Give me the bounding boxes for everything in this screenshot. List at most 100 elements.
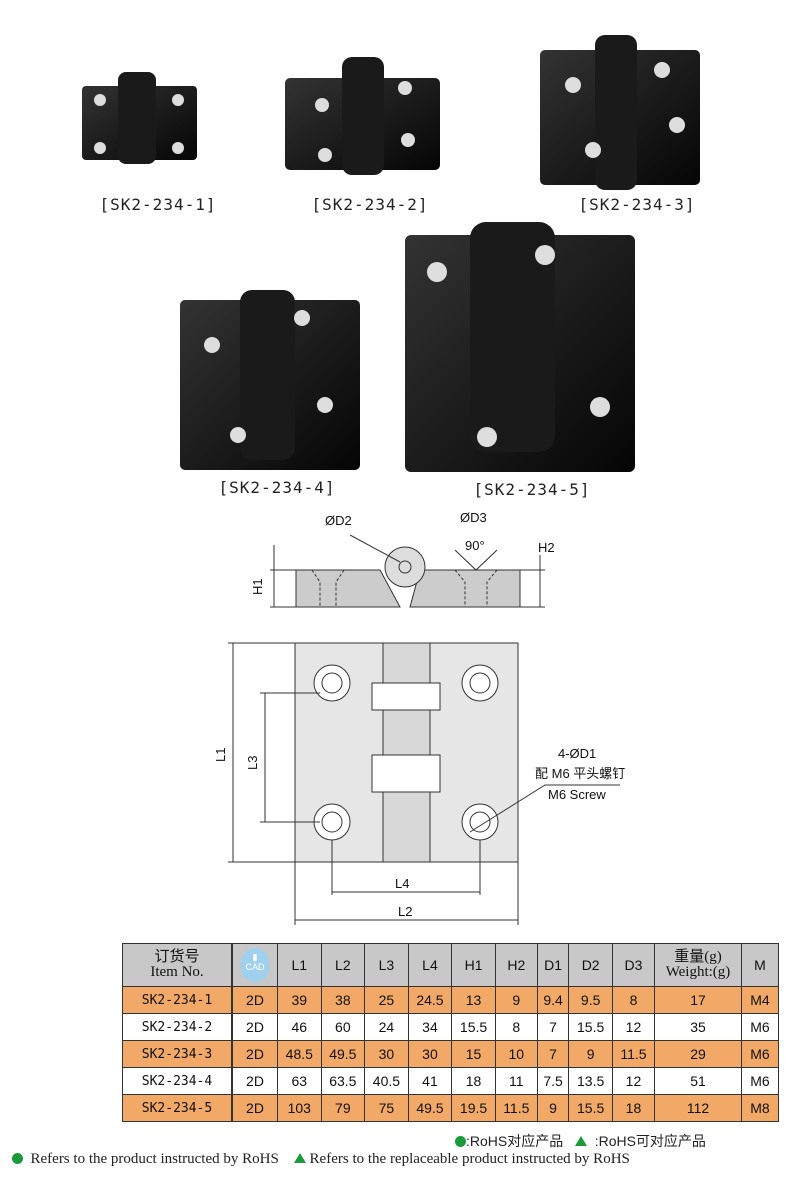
hinge-photo-2 [285, 57, 440, 175]
header-m: M [741, 943, 779, 987]
legend-rohs-cn: :RoHS对应产品 [466, 1133, 564, 1149]
label-angle: 90° [465, 538, 485, 553]
product-label-1: [SK2-234-1] [99, 195, 217, 214]
cell-item: SK2-234-2 [122, 1013, 233, 1041]
cell-item: SK2-234-3 [122, 1040, 233, 1068]
cell-vals: 63 [277, 1067, 322, 1095]
legend-rohs-en: Refers to the product instructed by RoHS [30, 1151, 279, 1167]
cell-vals: 9.5 [568, 986, 613, 1014]
cell-cad: 2D [231, 1040, 278, 1068]
cell-vals: 11.5 [494, 1094, 538, 1122]
header-col: H2 [494, 943, 538, 987]
cell-cad: 2D [231, 1067, 278, 1095]
cell-item: SK2-234-5 [122, 1094, 233, 1122]
cell-vals: 24.5 [407, 986, 453, 1014]
header-col: D2 [568, 943, 613, 987]
cell-vals: 41 [407, 1067, 453, 1095]
legend-en: Refers to the product instructed by RoHS… [12, 1151, 630, 1168]
product-label-3: [SK2-234-3] [578, 195, 696, 214]
cell-vals: 24 [364, 1013, 409, 1041]
cell-weight: 51 [654, 1067, 742, 1095]
cell-vals: 103 [277, 1094, 322, 1122]
cell-vals: 49.5 [407, 1094, 453, 1122]
cell-vals: 30 [364, 1040, 409, 1068]
cell-vals: 79 [320, 1094, 366, 1122]
hinge-photo-1 [82, 72, 197, 164]
cell-vals: 30 [407, 1040, 453, 1068]
cell-vals: 75 [364, 1094, 409, 1122]
cad-label: CAD [245, 962, 265, 972]
product-label-4: [SK2-234-4] [218, 478, 336, 497]
cell-vals: 7.5 [536, 1067, 570, 1095]
cell-vals: 7 [536, 1040, 570, 1068]
cell-vals: 11 [494, 1067, 538, 1095]
cell-m: M4 [741, 986, 779, 1014]
label-d3: ØD3 [460, 510, 487, 525]
cell-vals: 15 [451, 1040, 496, 1068]
replaceable-triangle-icon [574, 1136, 587, 1146]
cell-vals: 19.5 [451, 1094, 496, 1122]
cell-vals: 9 [536, 1094, 570, 1122]
label-holes: 4-ØD1 [558, 746, 596, 761]
cell-vals: 18 [611, 1094, 656, 1122]
label-screw-cn: 配 M6 平头螺钉 [535, 766, 625, 781]
cell-cad: 2D [231, 1094, 278, 1122]
cell-item: SK2-234-1 [122, 986, 233, 1014]
cell-vals: 8 [494, 1013, 538, 1041]
legend-replaceable-en: Refers to the replaceable product instru… [309, 1151, 630, 1167]
cell-cad: 2D [231, 986, 278, 1014]
legend-cn: :RoHS对应产品 :RoHS可对应产品 [455, 1131, 706, 1151]
label-l1: L1 [213, 748, 228, 762]
cell-m: M8 [741, 1094, 779, 1122]
label-screw-en: M6 Screw [548, 787, 606, 802]
header-item-cn: 订货号 [154, 949, 200, 965]
header-col: H1 [451, 943, 496, 987]
cell-vals: 34 [407, 1013, 453, 1041]
label-h2: H2 [538, 540, 555, 555]
header-weight: 重量(g)Weight:(g) [654, 943, 742, 987]
cell-vals: 38 [320, 986, 366, 1014]
cell-vals: 15.5 [451, 1013, 496, 1041]
hinge-photo-4 [180, 290, 360, 470]
legend-replaceable-cn: :RoHS可对应产品 [594, 1133, 706, 1149]
cell-weight: 35 [654, 1013, 742, 1041]
label-l2: L2 [398, 904, 412, 919]
cell-weight: 17 [654, 986, 742, 1014]
header-col: L1 [277, 943, 322, 987]
label-l3: L3 [245, 756, 260, 770]
label-d2: ØD2 [325, 513, 352, 528]
cell-vals: 39 [277, 986, 322, 1014]
cell-weight: 112 [654, 1094, 742, 1122]
header-col: L2 [320, 943, 366, 987]
cell-vals: 18 [451, 1067, 496, 1095]
label-h1: H1 [250, 578, 265, 595]
technical-drawing: ØD2 ØD3 90° H2 H1 L1 L3 L4 L2 4-ØD1 配 M6… [213, 510, 625, 925]
header-weight-en: Weight:(g) [665, 964, 731, 980]
cell-vals: 12 [611, 1013, 656, 1041]
cell-vals: 7 [536, 1013, 570, 1041]
cell-vals: 12 [611, 1067, 656, 1095]
cell-vals: 9 [568, 1040, 613, 1068]
cell-m: M6 [741, 1067, 779, 1095]
header-weight-cn: 重量(g) [674, 949, 722, 965]
cell-vals: 15.5 [568, 1094, 613, 1122]
cell-vals: 10 [494, 1040, 538, 1068]
cell-vals: 9.4 [536, 986, 570, 1014]
cell-vals: 13.5 [568, 1067, 613, 1095]
rohs-dot-icon [455, 1136, 466, 1147]
cell-vals: 11.5 [611, 1040, 656, 1068]
header-col: D3 [611, 943, 656, 987]
header-cad: ▮CAD [231, 943, 278, 987]
header-col: L3 [364, 943, 409, 987]
cell-vals: 46 [277, 1013, 322, 1041]
cell-vals: 15.5 [568, 1013, 613, 1041]
product-label-5: [SK2-234-5] [473, 480, 591, 499]
hinge-photo-3 [540, 35, 700, 190]
